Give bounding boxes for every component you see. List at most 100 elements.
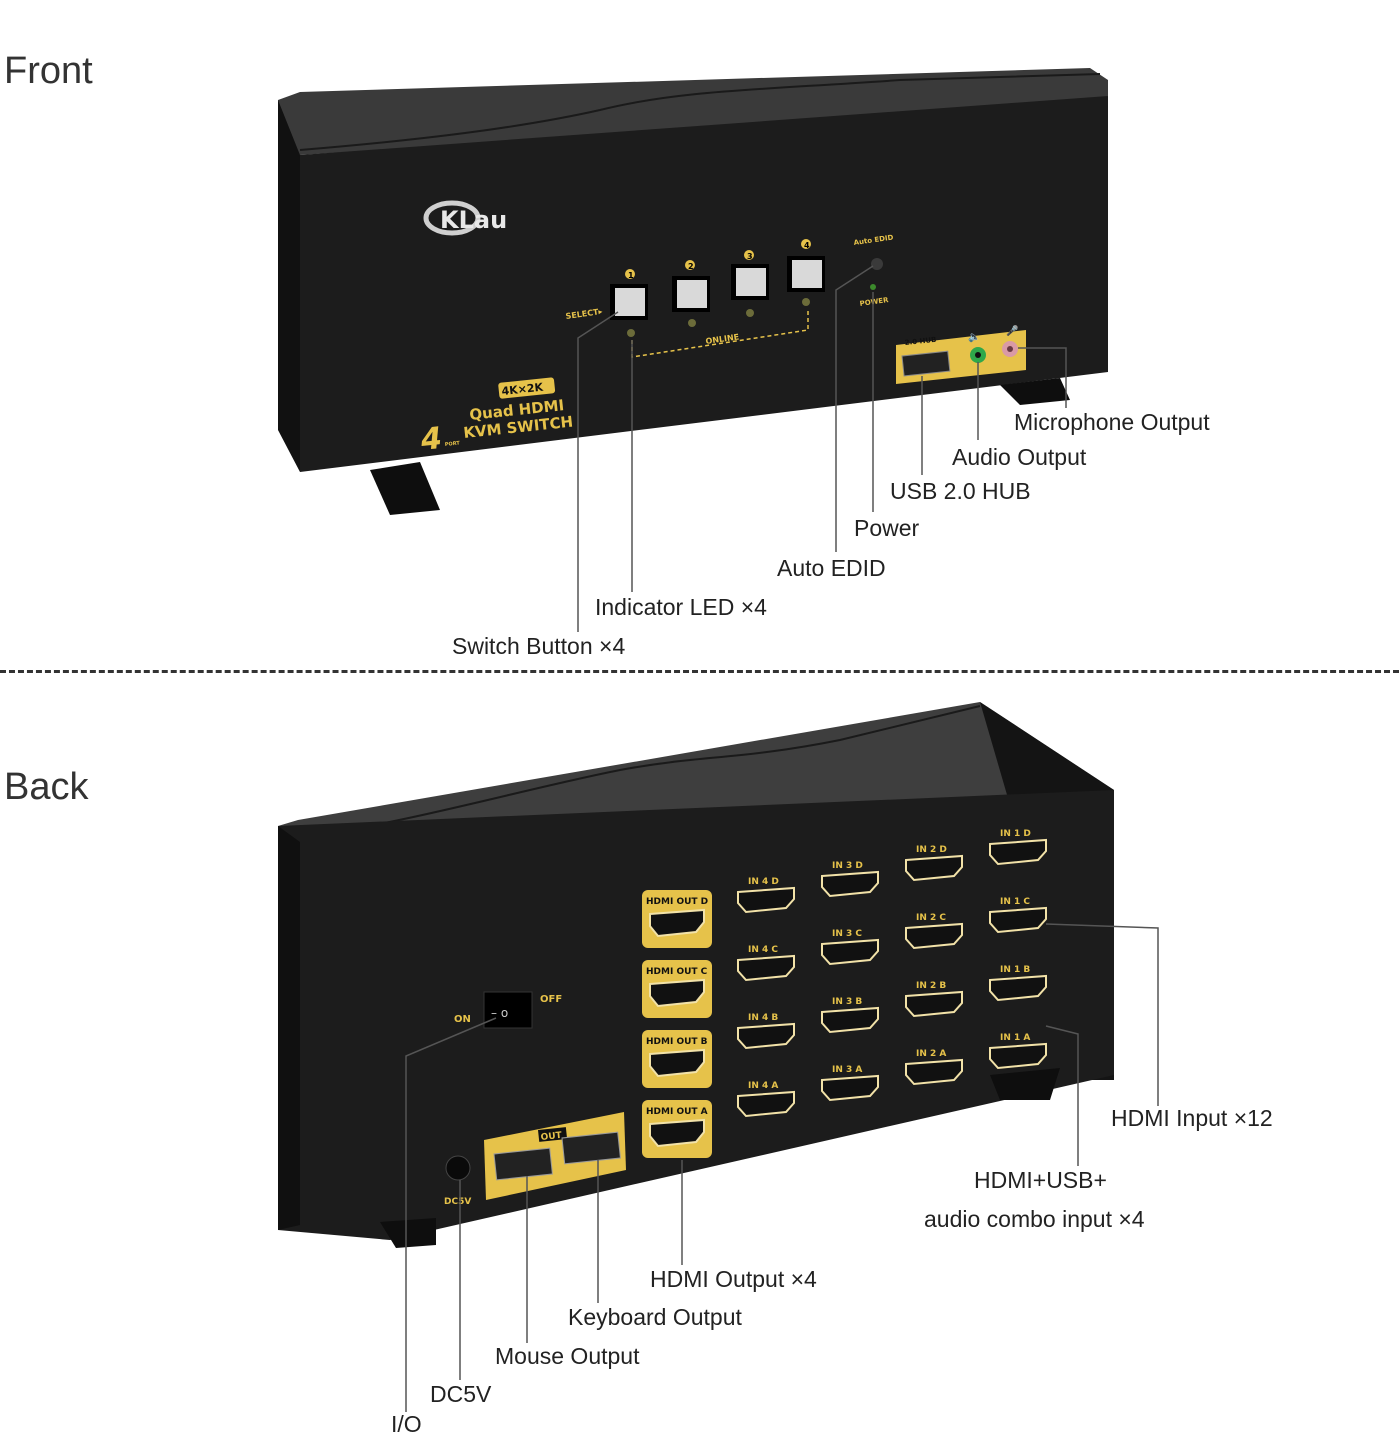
hdmi-port	[905, 1058, 963, 1086]
hdmi-input-label: IN 3 D	[832, 861, 863, 871]
switch-button-1[interactable]	[615, 288, 645, 316]
hdmi-input-label: IN 1 A	[1000, 1033, 1030, 1043]
switch-button-4[interactable]	[792, 260, 822, 288]
brand-logo: KLau	[423, 200, 507, 236]
hdmi-output-plate	[642, 1030, 712, 1088]
hdmi-output-label: HDMI OUT A	[646, 1107, 708, 1117]
callout-indicator-led: Indicator LED ×4	[595, 594, 767, 620]
hdmi-input-label: IN 2 D	[916, 845, 947, 855]
hdmi-port	[737, 886, 795, 914]
hdmi-output-plate	[642, 890, 712, 948]
svg-text:4: 4	[804, 241, 810, 250]
hdmi-port	[989, 974, 1047, 1002]
hdmi-port	[649, 978, 705, 1008]
hdmi-port	[737, 1022, 795, 1050]
hdmi-input-label: IN 2 B	[916, 981, 946, 991]
front-device-illustration: KLau 1 2 3 4 ONLINE SELECT▸ Auto EDID PO…	[278, 68, 1108, 632]
svg-text:1: 1	[628, 271, 634, 280]
hdmi-input-grid: IN 4 D IN 3 D IN 2 D IN 1 D IN 4 C IN 3 C IN 2…	[737, 829, 1047, 1118]
front-leader-lines	[577, 265, 1067, 632]
svg-text:3: 3	[747, 252, 753, 261]
hdmi-port	[905, 854, 963, 882]
svg-text:ON: ON	[454, 1014, 471, 1025]
hdmi-input-label: IN 2 C	[916, 913, 946, 923]
back-device-top	[278, 702, 1114, 842]
callout-combo-input-line1: HDMI+USB+	[974, 1167, 1107, 1193]
hdmi-output-plate	[642, 960, 712, 1018]
callout-keyboard-output: Keyboard Output	[568, 1304, 742, 1330]
hdmi-port	[821, 1074, 879, 1102]
hdmi-port	[737, 1090, 795, 1118]
usb-output-panel	[484, 1112, 626, 1200]
hdmi-output-label: HDMI OUT B	[646, 1037, 708, 1047]
callout-hdmi-input: HDMI Input ×12	[1111, 1105, 1273, 1131]
callout-switch-button: Switch Button ×4	[452, 633, 626, 659]
svg-text:4: 4	[418, 421, 443, 458]
hdmi-input-label: IN 4 D	[748, 877, 779, 887]
hdmi-output-plate	[642, 1100, 712, 1158]
dc-jack	[445, 1155, 471, 1181]
callout-io: I/O	[391, 1411, 422, 1437]
indicator-led-2	[688, 319, 696, 327]
top-groove	[299, 73, 1101, 151]
hdmi-port	[905, 922, 963, 950]
switch-button-2[interactable]	[677, 280, 707, 308]
indicator-led-4	[802, 298, 810, 306]
svg-text:OFF: OFF	[540, 994, 562, 1005]
select-buttons: 1 2 3 4 ONLINE SELECT▸	[565, 239, 825, 358]
hdmi-input-label: IN 1 C	[1000, 897, 1030, 907]
front-section-title: Front	[4, 50, 93, 92]
power-led	[870, 284, 876, 290]
hdmi-port	[905, 990, 963, 1018]
power-switch	[483, 991, 533, 1029]
keyboard-usb-port	[561, 1131, 621, 1165]
hdmi-output-label: HDMI OUT D	[646, 897, 708, 907]
auto-edid-button[interactable]	[871, 258, 883, 270]
foot	[1000, 378, 1070, 405]
resolution-badge	[498, 377, 556, 399]
callout-mouse-output: Mouse Output	[495, 1343, 640, 1369]
mouse-usb-port	[493, 1147, 553, 1181]
hdmi-input-label: IN 4 B	[748, 1013, 778, 1023]
hdmi-input-label: IN 4 C	[748, 945, 778, 955]
svg-text:2: 2	[688, 262, 694, 271]
hdmi-port	[649, 1118, 705, 1148]
back-section-title: Back	[4, 766, 89, 808]
usb-hub-port[interactable]	[901, 350, 951, 377]
indicator-led-1	[627, 329, 635, 337]
callout-audio-output: Audio Output	[952, 444, 1087, 470]
svg-text:DC5V: DC5V	[444, 1197, 471, 1207]
svg-text:4K×2K: 4K×2K	[501, 381, 544, 398]
speaker-icon: 🔈	[968, 332, 980, 343]
svg-text:PORT: PORT	[445, 440, 461, 448]
callout-dc5v: DC5V	[430, 1381, 492, 1407]
callout-auto-edid: Auto EDID	[777, 555, 886, 581]
callout-hdmi-output: HDMI Output ×4	[650, 1266, 817, 1292]
hdmi-input-label: IN 3 A	[832, 1065, 862, 1075]
hdmi-input-label: IN 1 D	[1000, 829, 1031, 839]
indicator-led-3	[746, 309, 754, 317]
microphone-icon: 🎤	[1006, 324, 1019, 337]
svg-text:2.0 HUB: 2.0 HUB	[904, 336, 936, 347]
callout-microphone-output: Microphone Output	[1014, 409, 1210, 435]
front-device-left-side	[278, 100, 300, 472]
hdmi-port	[821, 938, 879, 966]
hdmi-port	[649, 908, 705, 938]
callout-power: Power	[854, 515, 920, 541]
svg-text:OUT: OUT	[540, 1131, 563, 1143]
section-divider	[0, 670, 1399, 673]
switch-button-3[interactable]	[736, 268, 766, 296]
hdmi-input-label: IN 2 A	[916, 1049, 946, 1059]
hdmi-port	[649, 1048, 705, 1078]
svg-text:– o: – o	[491, 1006, 508, 1020]
hdmi-input-label: IN 3 C	[832, 929, 862, 939]
callout-combo-input-line2: audio combo input ×4	[924, 1206, 1145, 1232]
front-device-top	[278, 68, 1108, 155]
brand-logo-text: KLau	[440, 206, 507, 234]
hdmi-input-label: IN 3 B	[832, 997, 862, 1007]
foot	[370, 462, 440, 515]
hdmi-port	[989, 1042, 1047, 1070]
hdmi-input-label: IN 4 A	[748, 1081, 778, 1091]
callout-usb-hub: USB 2.0 HUB	[890, 478, 1031, 504]
